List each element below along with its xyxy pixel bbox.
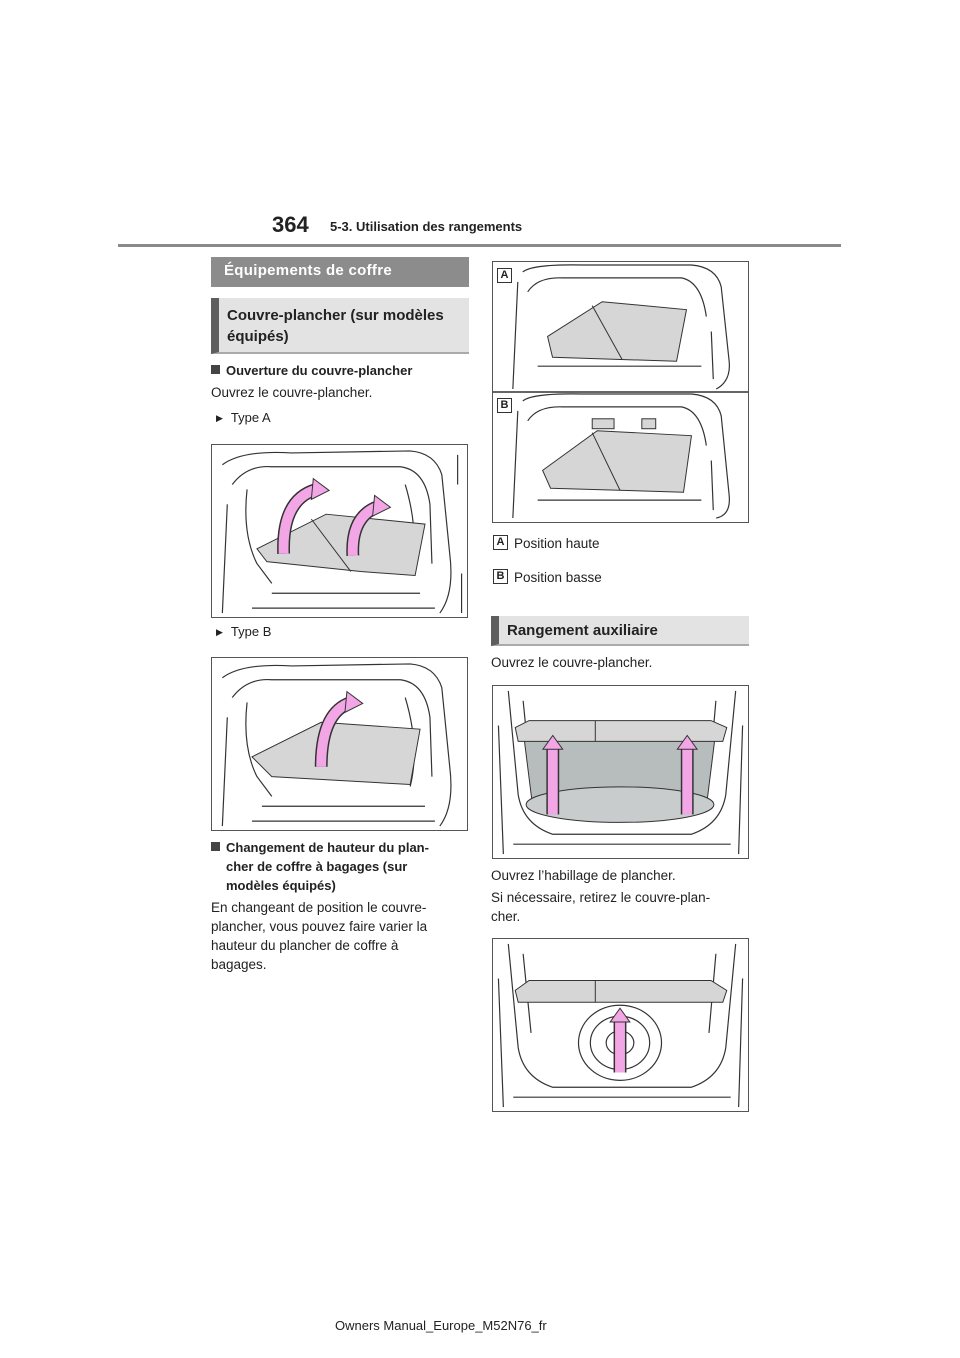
illustration-spare-well: [492, 938, 749, 1112]
instruction-remove-cover-line1: Si nécessaire, retirez le couvre-plan-: [491, 890, 711, 905]
illustration-floor-positions: [492, 261, 749, 523]
bullet-heading-height-line2: cher de coffre à bagages (sur: [226, 859, 408, 874]
subsection-heading-aux-storage: Rangement auxiliaire: [491, 616, 749, 646]
instruction-open-cover-right: Ouvrez le couvre-plancher.: [491, 655, 653, 670]
subsection-heading-line2: équipés): [227, 328, 289, 345]
floor-positions-drawing: [493, 264, 748, 519]
subsection-heading-floor-cover: Couvre-plancher (sur modèles équipés): [211, 298, 469, 354]
subsection-heading-text: Rangement auxiliaire: [507, 622, 658, 639]
square-bullet-icon: [211, 365, 220, 374]
label-b: B: [497, 398, 512, 413]
triangle-bullet-icon: ▶: [216, 627, 223, 637]
legend-position-high: Position haute: [514, 536, 600, 551]
chapter-heading-text: Équipements de coffre: [224, 262, 392, 279]
footer-manual-id: Owners Manual_Europe_M52N76_fr: [335, 1318, 547, 1333]
legend-position-low: Position basse: [514, 570, 602, 585]
subsection-heading-line1: Couvre-plancher (sur modèles: [227, 307, 444, 324]
paragraph-height-line2: plancher, vous pouvez faire varier la: [211, 919, 428, 934]
instruction-open-cover: Ouvrez le couvre-plancher.: [211, 385, 373, 400]
bullet-heading-text: Ouverture du couvre-plancher: [226, 363, 413, 378]
chapter-heading: Équipements de coffre: [211, 257, 469, 287]
paragraph-height-line3: hauteur du plancher de coffre à: [211, 938, 399, 953]
trunk-type-a-drawing: [221, 450, 463, 614]
section-title: 5-3. Utilisation des rangements: [330, 219, 523, 234]
bullet-heading-height: Changement de hauteur du plan-: [211, 838, 429, 857]
paragraph-height-line1: En changeant de position le couvre-: [211, 900, 427, 915]
instruction-open-floor-trim: Ouvrez l’habillage de plancher.: [491, 868, 676, 883]
trunk-type-b-drawing: [221, 663, 452, 827]
type-a-label: ▶Type A: [216, 410, 271, 425]
triangle-bullet-icon: ▶: [216, 413, 223, 423]
legend-label-a: A: [493, 535, 508, 550]
type-b-label: ▶Type B: [216, 624, 272, 639]
illustration-aux-storage-open: [492, 685, 749, 859]
instruction-remove-cover-line2: cher.: [491, 909, 521, 924]
bullet-heading-height-line3: modèles équipés): [226, 878, 336, 893]
label-a: A: [497, 268, 512, 283]
illustration-type-b: [211, 657, 468, 831]
spare-well-drawing: [497, 943, 744, 1108]
square-bullet-icon: [211, 842, 220, 851]
illustration-type-a: [211, 444, 468, 618]
bullet-heading-opening: Ouverture du couvre-plancher: [211, 361, 412, 380]
header-divider: [118, 244, 841, 247]
paragraph-height-line4: bagages.: [211, 957, 267, 972]
aux-storage-open-drawing: [497, 690, 744, 855]
legend-label-b: B: [493, 569, 508, 584]
page-number: 364: [272, 212, 309, 237]
